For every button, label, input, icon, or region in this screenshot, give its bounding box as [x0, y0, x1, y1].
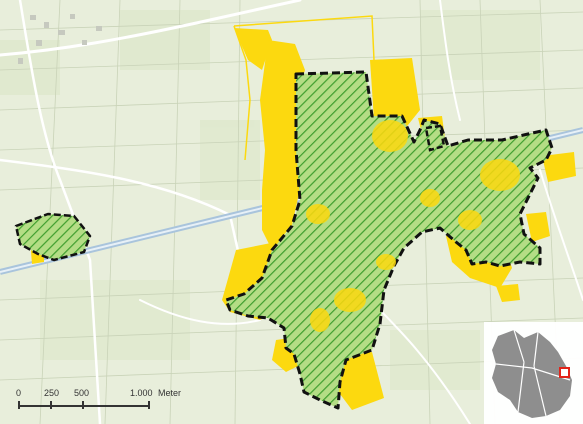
- scale-bar: 0 250 500 1.000 Meter: [12, 388, 212, 420]
- scale-label: 500: [74, 388, 90, 398]
- yellow-outline: [233, 15, 375, 161]
- scale-unit: Meter: [158, 388, 182, 398]
- location-overview-icon: [492, 329, 572, 418]
- overview-inset: [484, 322, 583, 424]
- location-marker: [559, 367, 570, 378]
- scale-tick: [82, 401, 84, 409]
- scale-label: 250: [44, 388, 60, 398]
- scale-line: [18, 405, 150, 407]
- region-shape: [492, 330, 572, 418]
- hatched-area: [14, 70, 554, 410]
- scale-tick: [50, 401, 52, 409]
- scale-tick: [148, 401, 150, 409]
- scale-tick: [18, 401, 20, 409]
- scale-label: 1.000: [130, 388, 153, 398]
- highlight-spots: [306, 120, 520, 332]
- village-blocks: [18, 14, 102, 64]
- scale-label: 0: [16, 388, 22, 398]
